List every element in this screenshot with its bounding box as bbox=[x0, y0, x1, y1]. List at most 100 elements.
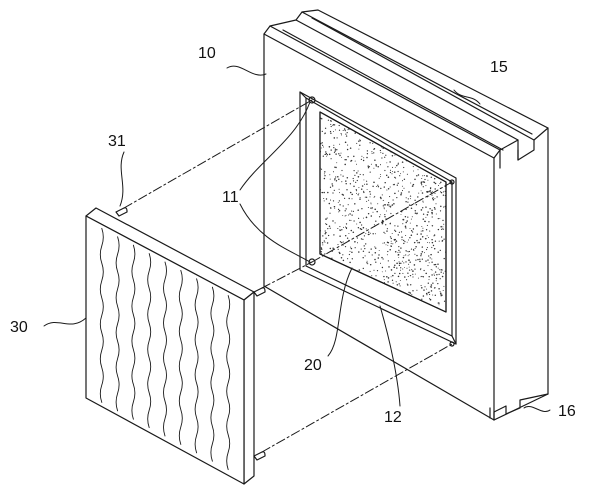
speckle-dot bbox=[345, 216, 346, 217]
speckle-dot bbox=[335, 149, 336, 150]
speckle-dot bbox=[423, 289, 424, 290]
speckle-dot bbox=[327, 228, 328, 229]
speckle-dot bbox=[416, 290, 417, 291]
speckle-dot bbox=[379, 216, 380, 217]
speckle-dot bbox=[430, 299, 432, 301]
speckle-dot bbox=[353, 220, 354, 221]
speckle-dot bbox=[326, 156, 327, 157]
speckle-dot bbox=[390, 206, 392, 208]
speckle-dot bbox=[351, 211, 352, 212]
speckle-dot bbox=[421, 287, 423, 289]
speckle-dot bbox=[422, 251, 424, 253]
speckle-dot bbox=[374, 224, 375, 225]
speckle-dot bbox=[431, 274, 432, 275]
speckle-dot bbox=[411, 219, 412, 220]
speckle-dot bbox=[353, 211, 354, 212]
speckle-dot bbox=[440, 269, 442, 271]
speckle-dot bbox=[411, 230, 412, 231]
speckle-dot bbox=[366, 181, 367, 182]
speckle-dot bbox=[362, 185, 364, 187]
speckle-dot bbox=[328, 120, 329, 121]
speckle-dot bbox=[427, 235, 428, 236]
speckle-dot bbox=[438, 185, 439, 186]
speckle-dot bbox=[406, 279, 407, 280]
speckle-dot bbox=[426, 191, 427, 192]
speckle-dot bbox=[352, 215, 353, 216]
speckle-dot bbox=[417, 242, 418, 243]
speckle-dot bbox=[425, 238, 426, 239]
speckle-dot bbox=[416, 225, 418, 227]
speckle-dot bbox=[346, 215, 347, 216]
speckle-dot bbox=[330, 131, 331, 132]
speckle-dot bbox=[423, 270, 424, 271]
speckle-dot bbox=[380, 214, 381, 215]
speckle-dot bbox=[329, 174, 330, 175]
speckle-dot bbox=[412, 290, 413, 291]
speckle-dot bbox=[419, 259, 420, 260]
speckle-dot bbox=[333, 145, 334, 146]
speckle-dot bbox=[370, 203, 371, 204]
speckle-dot bbox=[339, 253, 341, 255]
speckle-dot bbox=[364, 235, 365, 236]
speckle-dot bbox=[341, 157, 342, 158]
speckle-dot bbox=[347, 156, 348, 157]
speckle-dot bbox=[330, 187, 331, 188]
speckle-dot bbox=[415, 210, 416, 211]
speckle-dot bbox=[349, 262, 351, 264]
speckle-dot bbox=[426, 249, 427, 250]
speckle-dot bbox=[368, 213, 369, 214]
speckle-dot bbox=[384, 182, 385, 183]
speckle-dot bbox=[391, 243, 392, 244]
speckle-dot bbox=[330, 120, 331, 121]
speckle-dot bbox=[422, 192, 424, 194]
speckle-dot bbox=[404, 179, 405, 180]
speckle-dot bbox=[397, 185, 398, 186]
speckle-dot bbox=[376, 211, 378, 213]
speckle-dot bbox=[432, 198, 433, 199]
speckle-dot bbox=[430, 190, 431, 191]
speckle-dot bbox=[422, 228, 423, 229]
speckle-dot bbox=[329, 154, 331, 156]
speckle-dot bbox=[343, 227, 344, 228]
speckle-dot bbox=[399, 283, 400, 284]
speckle-dot bbox=[324, 173, 325, 174]
speckle-dot bbox=[326, 198, 327, 199]
speckle-dot bbox=[371, 164, 372, 165]
speckle-dot bbox=[415, 246, 417, 248]
speckle-dot bbox=[440, 210, 441, 211]
speckle-dot bbox=[351, 194, 353, 196]
speckle-dot bbox=[333, 200, 334, 201]
speckle-dot bbox=[366, 228, 367, 229]
speckle-dot bbox=[335, 129, 336, 130]
speckle-dot bbox=[420, 233, 422, 235]
speckle-dot bbox=[416, 212, 418, 214]
speckle-dot bbox=[422, 175, 423, 176]
speckle-dot bbox=[346, 228, 347, 229]
speckle-dot bbox=[433, 235, 434, 236]
speckle-dot bbox=[386, 189, 387, 190]
speckle-dot bbox=[405, 235, 406, 236]
speckle-dot bbox=[401, 192, 403, 194]
speckle-dot bbox=[323, 156, 324, 157]
speckle-dot bbox=[435, 183, 436, 184]
speckle-dot bbox=[331, 158, 332, 159]
speckle-dot bbox=[373, 149, 374, 150]
speckle-dot bbox=[400, 247, 401, 248]
speckle-dot bbox=[338, 211, 339, 212]
speckle-dot bbox=[382, 267, 383, 268]
speckle-dot bbox=[347, 132, 348, 133]
speckle-dot bbox=[386, 211, 387, 212]
speckle-dot bbox=[368, 232, 369, 233]
speckle-dot bbox=[360, 228, 362, 230]
speckle-dot bbox=[377, 185, 378, 186]
speckle-dot bbox=[365, 255, 366, 256]
speckle-dot bbox=[351, 198, 352, 199]
speckle-dot bbox=[443, 290, 444, 291]
speckle-dot bbox=[378, 254, 379, 255]
speckle-dot bbox=[422, 236, 424, 238]
speckle-dot bbox=[329, 213, 330, 214]
speckle-dot bbox=[415, 260, 416, 261]
speckle-dot bbox=[361, 249, 362, 250]
speckle-dot bbox=[358, 176, 360, 178]
speckle-dot bbox=[375, 275, 376, 276]
